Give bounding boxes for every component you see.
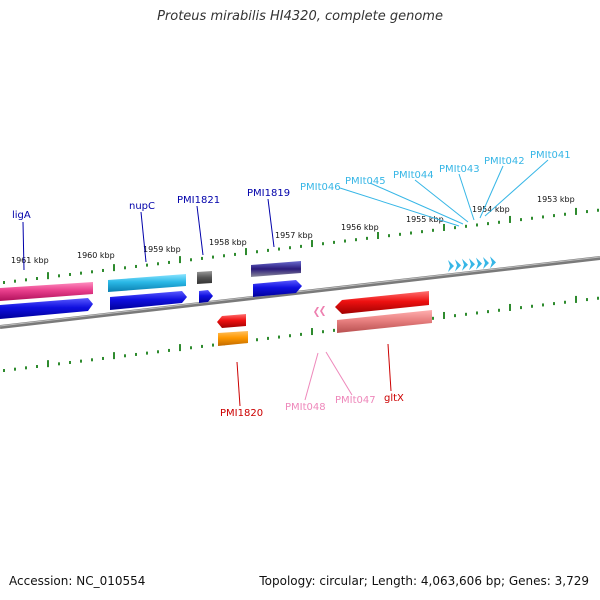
trna-chevron[interactable] bbox=[483, 257, 489, 269]
label-PMIt048[interactable]: PMIt048 bbox=[285, 402, 326, 413]
trna-chevron[interactable] bbox=[462, 258, 468, 271]
map-title: Proteus mirabilis HI4320, complete genom… bbox=[157, 9, 443, 24]
label-PMIt042[interactable]: PMIt042 bbox=[484, 156, 525, 167]
gene-gltX[interactable] bbox=[335, 291, 429, 314]
trna-chevron[interactable] bbox=[490, 256, 496, 269]
gene-ligA[interactable] bbox=[0, 282, 93, 301]
tick-label-1961: 1961 kbp bbox=[11, 256, 49, 265]
cds-ligA[interactable] bbox=[0, 298, 93, 319]
trna-chevron[interactable] bbox=[476, 257, 482, 270]
label-gltX[interactable]: gltX bbox=[384, 393, 404, 404]
tick-label-1955: 1955 kbp bbox=[406, 215, 444, 224]
trna-chevron[interactable] bbox=[448, 260, 454, 272]
trna-PMIt048[interactable] bbox=[314, 307, 319, 317]
label-PMIt047[interactable]: PMIt047 bbox=[335, 395, 376, 406]
trna-chevron[interactable] bbox=[455, 259, 461, 272]
label-ligA[interactable]: ligA bbox=[12, 210, 31, 221]
cds-PMI1820[interactable] bbox=[218, 331, 248, 346]
tick-label-1954: 1954 kbp bbox=[472, 205, 510, 214]
tick-label-1953: 1953 kbp bbox=[537, 195, 575, 204]
trna-PMIt047[interactable] bbox=[320, 306, 325, 316]
cds-PMI1821[interactable] bbox=[199, 290, 213, 303]
gene-PMI1820[interactable] bbox=[217, 314, 246, 328]
trna-upper-cluster bbox=[448, 256, 496, 272]
cds-PMI1819[interactable] bbox=[253, 280, 302, 297]
label-PMI1821[interactable]: PMI1821 bbox=[177, 195, 220, 206]
label-PMI1819[interactable]: PMI1819 bbox=[247, 188, 290, 199]
tick-label-1958: 1958 kbp bbox=[209, 238, 247, 247]
gene-PMI1821[interactable] bbox=[197, 271, 212, 284]
cds-gltX[interactable] bbox=[337, 310, 432, 333]
label-PMIt046[interactable]: PMIt046 bbox=[300, 182, 341, 193]
gene-PMI1819[interactable] bbox=[251, 261, 301, 277]
label-nupC[interactable]: nupC bbox=[129, 201, 155, 212]
gene-nupC[interactable] bbox=[108, 274, 186, 292]
label-PMIt044[interactable]: PMIt044 bbox=[393, 170, 434, 181]
tick-label-1960: 1960 kbp bbox=[77, 251, 115, 260]
label-PMIt043[interactable]: PMIt043 bbox=[439, 164, 480, 175]
tick-label-1957: 1957 kbp bbox=[275, 231, 313, 240]
label-PMI1820[interactable]: PMI1820 bbox=[220, 408, 263, 419]
lower-scale-ticks bbox=[3, 295, 599, 373]
tick-label-1956: 1956 kbp bbox=[341, 223, 379, 232]
label-PMIt041[interactable]: PMIt041 bbox=[530, 150, 571, 161]
genome-backbone bbox=[0, 256, 600, 329]
cds-nupC[interactable] bbox=[110, 291, 187, 310]
label-PMIt045[interactable]: PMIt045 bbox=[345, 176, 386, 187]
accession-label: Accession: NC_010554 bbox=[9, 574, 146, 588]
tick-label-1959: 1959 kbp bbox=[143, 245, 181, 254]
topology-length-genes-label: Topology: circular; Length: 4,063,606 bp… bbox=[259, 574, 589, 588]
trna-chevron[interactable] bbox=[469, 258, 475, 271]
upper-scale-ticks bbox=[3, 207, 599, 285]
